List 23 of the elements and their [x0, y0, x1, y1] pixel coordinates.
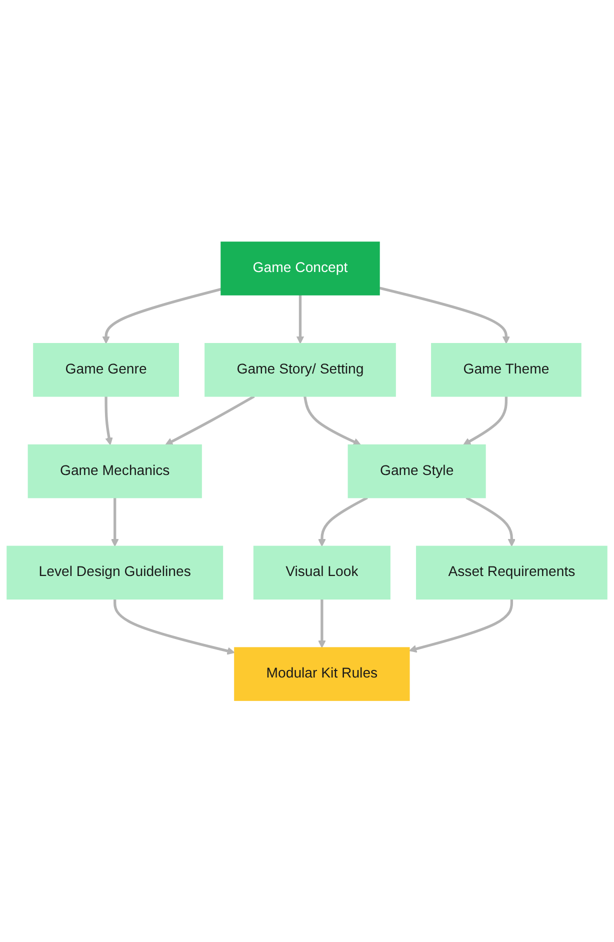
arrow: [466, 496, 516, 546]
node-box: Level Design Guidelines: [6, 545, 224, 600]
node-box: Game Theme: [431, 342, 582, 396]
arrow: [379, 286, 510, 344]
arrow: [114, 598, 235, 654]
arrow: [408, 598, 514, 652]
arrow: [104, 396, 113, 445]
node-box: Modular Kit Rules: [234, 646, 410, 701]
node-box: Game Concept: [220, 241, 380, 296]
node-box: Game Style: [348, 444, 486, 498]
arrow: [318, 496, 368, 546]
arrow: [165, 394, 255, 445]
arrow: [102, 288, 222, 344]
node-box: Visual Look: [253, 545, 390, 600]
node-box: Asset Requirements: [416, 545, 608, 600]
node-box: Game Story/ Setting: [204, 342, 396, 396]
node-box: Game Mechanics: [28, 444, 202, 498]
arrow: [463, 396, 508, 445]
node-box: Game Genre: [33, 342, 179, 396]
arrow: [304, 396, 361, 446]
arrow: [296, 294, 304, 344]
arrow: [110, 497, 119, 546]
arrow: [318, 598, 326, 648]
